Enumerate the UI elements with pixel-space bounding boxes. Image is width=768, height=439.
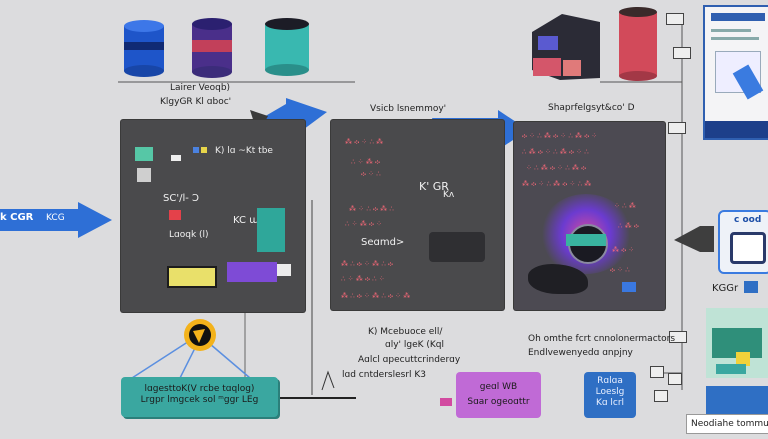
top-label-3: Vsicb lsnemmoy' — [370, 104, 447, 114]
report-document — [703, 5, 768, 140]
footer-box: Neodiahe tommu — [686, 414, 768, 434]
bottom-mid-line-4: lɑd cntderslesrl K3 — [342, 370, 427, 380]
purple-card-line-2: Sɑar ogeoɑttr — [467, 397, 530, 407]
blue-card: Rɑlɑa Loeslg Kɑ lcrl — [584, 372, 636, 418]
bottom-right-line-2: Endlvewenyedɑ ɑnpjny — [528, 348, 633, 358]
database-cylinder-teal — [265, 18, 309, 76]
kgr-label: KGGr — [712, 283, 739, 294]
teal-card-line-2: Lrgpr lmgcek sol ᵐggr LEg — [140, 395, 259, 405]
panel1-node-green — [135, 147, 153, 161]
panel1-header: K) lɑ ~Kt tbe — [215, 146, 273, 156]
bottom-right-line-1: Oh omthe fcrt cnnolonermactors — [528, 334, 676, 344]
process-node-icon — [131, 319, 251, 379]
database-cylinder-red — [619, 7, 657, 81]
footer-label: Neodiahe tommu — [691, 419, 768, 429]
panel1-label-bottom: Lɑoqk (l) — [169, 230, 209, 240]
flow-arrow-3 — [674, 226, 714, 252]
panel2-label-1: K' GR — [419, 180, 449, 193]
top-label-1: Lairer Veoqb) — [170, 83, 231, 93]
dashboard-widget — [706, 308, 768, 378]
process-panel-3: ፨ ⁘ ∴ ⁂ ፨ ⁘ ∴ ⁂ ፨ ⁘ ∴ ⁂ ፨ ⁘ ∴ ⁂ ፨ ⁘ ∴ ⁘ … — [514, 122, 665, 310]
bottom-mid-line-3: Aɑlcl ɑpecuttcrinderɑy — [358, 355, 461, 365]
teal-card-line-1: lɑgesttoK(V rcbe tɑqlog) — [144, 384, 255, 394]
blue-card-line-3: Kɑ lcrl — [595, 398, 625, 408]
bus-node-3 — [668, 122, 686, 134]
monitor-label: c ood — [734, 215, 762, 225]
database-cylinder-blue — [124, 20, 164, 77]
process-panel-1: K) lɑ ~Kt tbe SC'/l- Ͻ KC ɯh Lɑoqk (l) — [121, 120, 305, 312]
server-block — [532, 14, 600, 80]
panel1-label-right: KC ɯh — [233, 215, 266, 226]
bus-node-2 — [673, 47, 691, 59]
panel2-label-2: Seɑmd> — [361, 237, 405, 248]
blue-card-line-1: Rɑlɑa — [597, 376, 623, 386]
purple-card-line-1: geɑl WB — [479, 382, 518, 392]
bus-node-1 — [666, 13, 684, 25]
bottom-mid-line-2: ɑly' lgeK (Kql — [385, 340, 445, 350]
top-label-4: Shaprfelgsyt&co' D — [548, 103, 635, 113]
bottom-mid-line-1: K) Mcebuoce ell/ — [368, 327, 443, 337]
database-cylinder-purple — [192, 18, 232, 78]
bus-node-4 — [669, 331, 687, 343]
blue-card-line-2: Loeslg — [595, 387, 625, 397]
panel1-yellow-box — [167, 266, 217, 288]
teal-card: lɑgesttoK(V rcbe tɑqlog) Lrgpr lmgcek so… — [121, 377, 278, 417]
panel1-label-mid: SC'/l- Ͻ — [163, 193, 200, 204]
panel1-node-small — [137, 168, 151, 182]
panel1-teal-block — [257, 208, 285, 252]
input-arrow-label-1: k CGR — [0, 212, 34, 223]
blue-grid-widget — [706, 386, 768, 414]
panel2-label-3: Kʌ — [443, 190, 455, 200]
panel1-purple-box — [227, 262, 277, 282]
input-arrow — [0, 202, 112, 238]
panel2-dark-block — [429, 232, 485, 262]
monitor-icon: c ood — [718, 210, 768, 274]
input-arrow-label-2: KCG — [46, 213, 65, 223]
process-panel-2: K' GR Seɑmd> Kʌ ⁂ ፨ ⁘ ∴ ⁂ ∴ ⁘ ⁂ ፨ ፨ ⁘ ∴ … — [331, 120, 504, 310]
purple-card: geɑl WB Sɑar ogeoɑttr — [456, 372, 541, 418]
top-label-2: KlgyGR Kl ɑboc' — [160, 97, 232, 107]
